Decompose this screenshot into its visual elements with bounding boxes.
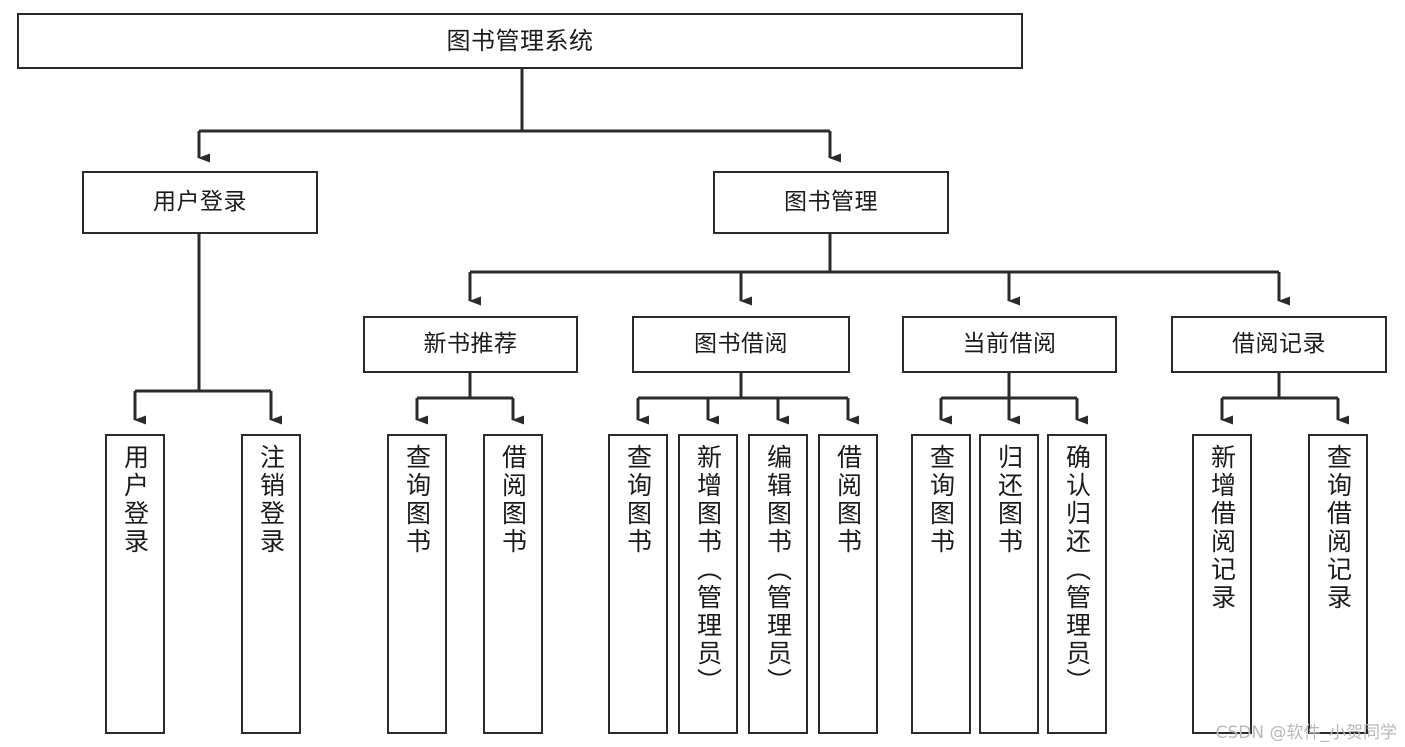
node-leaf-borrow-book[interactable]: 借阅图书 — [818, 434, 878, 734]
node-root-system[interactable]: 图书管理系统 — [17, 13, 1023, 69]
node-label-leaf-add-borrow-record: 新增借阅记录 — [1207, 444, 1237, 612]
node-book-borrow[interactable]: 图书借阅 — [632, 316, 850, 373]
node-book-management[interactable]: 图书管理 — [713, 171, 949, 234]
node-label-root: 图书管理系统 — [446, 26, 594, 55]
node-label-book-borrow: 图书借阅 — [694, 330, 788, 357]
node-label-leaf-edit-book-admin: 编辑图书（管理员） — [763, 444, 793, 696]
node-label-borrow-record: 借阅记录 — [1232, 330, 1326, 357]
node-label-current-borrow: 当前借阅 — [962, 330, 1057, 357]
node-leaf-user-login[interactable]: 用户登录 — [105, 434, 165, 734]
node-new-book-recommend[interactable]: 新书推荐 — [363, 316, 578, 373]
node-leaf-query-borrow-record[interactable]: 查询借阅记录 — [1308, 434, 1368, 734]
node-leaf-borrow-book-recommend[interactable]: 借阅图书 — [483, 434, 543, 734]
node-label-leaf-borrow-book: 借阅图书 — [833, 444, 863, 556]
node-leaf-confirm-return-admin[interactable]: 确认归还（管理员） — [1047, 434, 1107, 734]
node-label-new-book-recommend: 新书推荐 — [423, 330, 518, 357]
node-borrow-record[interactable]: 借阅记录 — [1171, 316, 1387, 373]
node-label-leaf-borrow-book-recommend: 借阅图书 — [498, 444, 528, 556]
node-leaf-query-book-recommend[interactable]: 查询图书 — [387, 434, 447, 734]
node-user-login[interactable]: 用户登录 — [82, 171, 318, 234]
node-label-leaf-add-book-admin: 新增图书（管理员） — [693, 444, 723, 696]
node-label-leaf-query-borrow-record: 查询借阅记录 — [1323, 444, 1353, 612]
node-leaf-query-book-current[interactable]: 查询图书 — [911, 434, 971, 734]
node-leaf-edit-book-admin[interactable]: 编辑图书（管理员） — [748, 434, 808, 734]
node-label-user-login: 用户登录 — [153, 188, 247, 215]
node-leaf-add-borrow-record[interactable]: 新增借阅记录 — [1192, 434, 1252, 734]
node-current-borrow[interactable]: 当前借阅 — [902, 316, 1117, 373]
node-label-leaf-query-book-current: 查询图书 — [926, 444, 956, 556]
node-label-leaf-return-book: 归还图书 — [994, 444, 1024, 556]
node-label-leaf-logout: 注销登录 — [256, 444, 286, 556]
node-label-book-management: 图书管理 — [784, 188, 878, 215]
node-leaf-query-book-borrow[interactable]: 查询图书 — [608, 434, 668, 734]
node-label-leaf-confirm-return-admin: 确认归还（管理员） — [1062, 444, 1092, 696]
node-leaf-return-book[interactable]: 归还图书 — [979, 434, 1039, 734]
node-label-leaf-user-login: 用户登录 — [120, 444, 150, 556]
node-label-leaf-query-book-borrow: 查询图书 — [623, 444, 653, 556]
csdn-watermark: CSDN @软件_小贺同学 — [1215, 723, 1397, 743]
node-leaf-add-book-admin[interactable]: 新增图书（管理员） — [678, 434, 738, 734]
node-label-leaf-query-book-recommend: 查询图书 — [402, 444, 432, 556]
node-leaf-logout[interactable]: 注销登录 — [241, 434, 301, 734]
